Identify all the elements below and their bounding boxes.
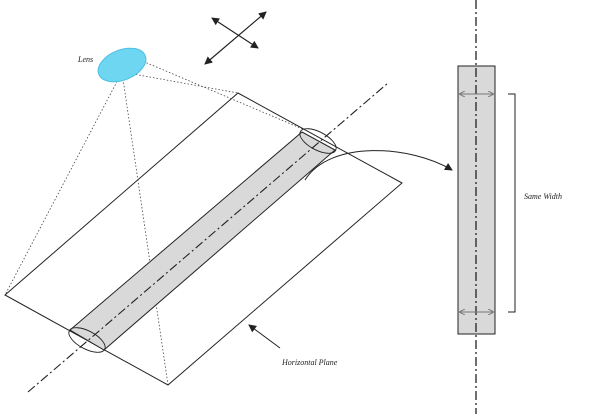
strip-center-axis — [27, 82, 389, 393]
horizontal-plane — [4, 92, 403, 386]
scan-strip — [69, 131, 336, 351]
lens-label: Lens — [77, 55, 93, 64]
projection-lines — [4, 59, 306, 386]
plane-label-arrow — [248, 324, 281, 349]
movement-arrows-icon — [204, 11, 267, 65]
strip-end-ellipse-bottom — [68, 327, 106, 353]
same-width-bracket — [508, 93, 516, 313]
zoom-arrow — [304, 150, 453, 181]
same-width-label: Same Width — [524, 192, 562, 201]
strip-end-ellipse-top — [299, 128, 337, 154]
horizontal-plane-label: Horizontal Plane — [281, 358, 338, 367]
lens-icon — [97, 47, 147, 83]
